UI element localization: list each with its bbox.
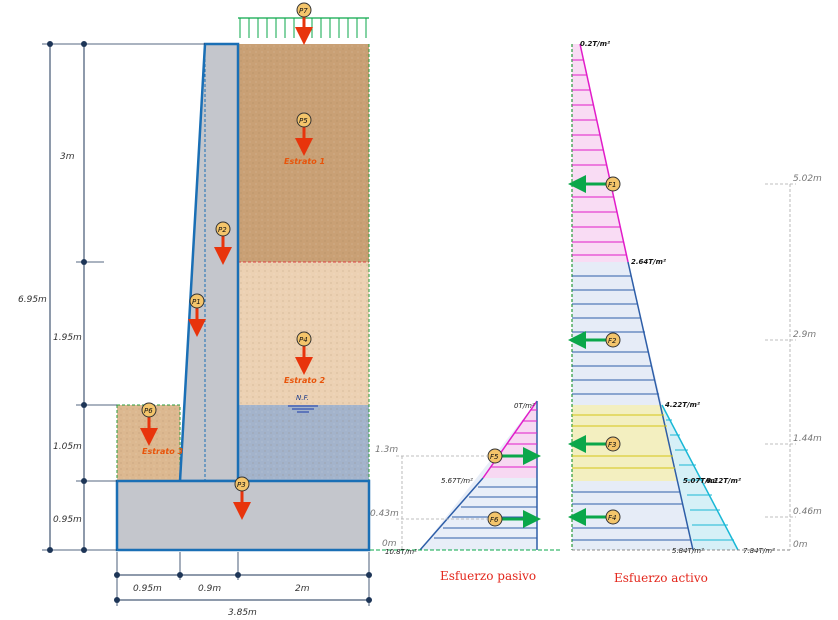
passive-level-0-43m: 0.43m: [370, 509, 399, 519]
f1-label: F1: [608, 181, 616, 189]
load-p5: P5: [295, 112, 313, 156]
active-value-6-12: 6.12T/m²: [706, 477, 742, 485]
p6-label: P6: [144, 407, 153, 415]
load-p1: P1: [188, 293, 206, 337]
active-force-f2: F2: [568, 331, 621, 349]
active-value-7-84: 7.84T/m²: [743, 547, 775, 555]
active-force-f1: F1: [568, 175, 621, 193]
passive-title: Esfuerzo pasivo: [440, 569, 536, 583]
dim-0-9m-base: 0.9m: [198, 584, 221, 594]
active-force-f3: F3: [568, 435, 621, 453]
f5-label: F5: [490, 453, 499, 461]
active-top-value: 0.2T/m²: [580, 40, 611, 48]
horizontal-dimensions: [116, 552, 370, 606]
dim-0-95m-base: 0.95m: [133, 584, 162, 594]
water-table-label: N.F.: [296, 394, 309, 402]
passive-bottom-value: 10.8T/m²: [385, 548, 417, 556]
active-value-2-64: 2.64T/m²: [631, 258, 667, 266]
dim-6-95m: 6.95m: [18, 295, 47, 305]
soil-saturated-texture: [238, 405, 369, 481]
stratum-1-label: Estrato 1: [284, 157, 325, 166]
vertical-dim-dots: [47, 41, 87, 553]
dim-0-95m: 0.95m: [53, 515, 82, 525]
soil-stratum-1-texture: [238, 44, 369, 262]
p4-label: P4: [299, 336, 308, 344]
p2-label: P2: [218, 226, 227, 234]
active-level-0-46m: 0.46m: [793, 507, 822, 517]
passive-level-0m: 0m: [382, 539, 397, 549]
f6-label: F6: [490, 516, 499, 524]
p7-label: P7: [299, 7, 308, 15]
active-title: Esfuerzo activo: [614, 571, 708, 585]
active-value-4-22: 4.22T/m²: [665, 401, 701, 409]
dim-3-85m-base: 3.85m: [228, 608, 257, 618]
f3-label: F3: [608, 441, 616, 449]
active-value-5-07: 5.07T/m²: [683, 477, 719, 485]
load-p3: P3: [233, 476, 251, 520]
f2-label: F2: [608, 337, 617, 345]
load-p4: P4: [295, 331, 313, 375]
load-p7: P7: [295, 2, 313, 45]
passive-level-1-3m: 1.3m: [375, 445, 398, 455]
dim-1-95m: 1.95m: [53, 333, 82, 343]
dim-1-05m: 1.05m: [53, 442, 82, 452]
passive-levels: [396, 455, 488, 550]
active-level-1-44m: 1.44m: [793, 434, 822, 444]
active-level-2-9m: 2.9m: [793, 330, 816, 340]
wall-stem: [178, 42, 240, 483]
active-diagram: [571, 43, 790, 551]
f4-label: F4: [608, 514, 616, 522]
load-p6: P6: [140, 402, 158, 446]
p1-label: P1: [192, 298, 201, 306]
active-levels: [765, 183, 796, 550]
dim-3m: 3m: [60, 152, 75, 162]
passive-mid-value: 5.67T/m²: [441, 477, 473, 485]
active-force-f4: F4: [568, 508, 621, 526]
stratum-3-label: Estrato 3: [142, 447, 184, 456]
p5-label: P5: [299, 117, 308, 125]
active-value-5-84: 5.84T/m²: [672, 547, 704, 555]
dim-2m-base: 2m: [295, 584, 310, 594]
passive-diagram: [370, 400, 560, 551]
passive-force-f6: F6: [487, 510, 541, 528]
load-p2: P2: [214, 221, 232, 265]
horizontal-dim-dots: [114, 572, 372, 603]
active-level-5-02m: 5.02m: [793, 174, 822, 184]
stratum-2-label: Estrato 2: [284, 376, 326, 385]
passive-top-value: 0T/m²: [514, 402, 535, 410]
p3-label: P3: [237, 481, 246, 489]
active-level-0m: 0m: [793, 540, 808, 550]
